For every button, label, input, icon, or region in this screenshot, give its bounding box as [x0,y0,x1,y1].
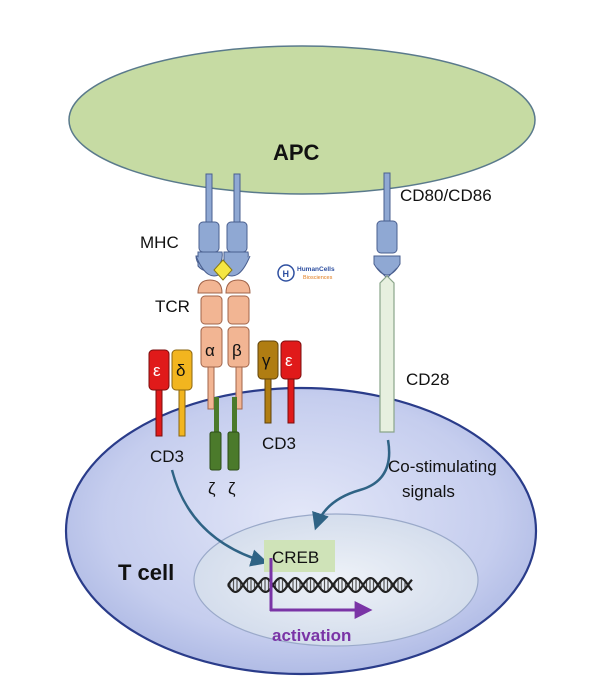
cd3-right-label: CD3 [262,434,296,453]
costim-label-line1: Co-stimulating [388,457,497,476]
activation-label: activation [272,626,351,645]
cd3-left-label: CD3 [150,447,184,466]
cd80-cd86-label: CD80/CD86 [400,186,492,205]
dna-strand-1 [227,576,413,594]
cd3-delta [171,349,193,437]
costim-label-line2: signals [402,482,455,501]
mhc-label: MHC [140,233,179,252]
alpha-chain-label: α [205,341,215,360]
dna-helix [227,576,413,594]
logo-initial: H [283,269,290,279]
activation-arrow [269,558,373,619]
cd3-signal-arrow [170,469,269,567]
tcr-molecule [197,279,251,410]
cd28-molecule [379,275,395,433]
zeta-label-2: ζ [228,479,236,498]
humancells-logo: H HumanCells Biosciences [277,264,335,282]
delta-label: δ [176,361,185,380]
cd3-epsilon-left [148,349,170,437]
t-cell-label: T cell [118,560,174,585]
beta-chain-label: β [232,341,242,360]
peptide-antigen [213,259,233,281]
logo-sub: Biosciences [303,275,333,281]
epsilon-right-label: ε [285,351,293,370]
tcr-label: TCR [155,297,190,316]
creb-label: CREB [272,548,319,567]
dna-strand-2 [227,576,413,594]
cd28-label: CD28 [406,370,449,389]
zeta-chains [209,397,240,471]
gamma-label: γ [262,351,271,370]
cd80-cd86-molecule [373,172,401,279]
cd3-gamma [257,340,279,424]
logo-name: HumanCells [297,266,335,273]
apc-label: APC [273,140,320,165]
apc-cell [68,45,536,195]
epsilon-left-label: ε [153,361,161,380]
costim-signal-arrow [312,439,391,531]
zeta-label-1: ζ [208,479,216,498]
creb-box [264,540,335,572]
cd3-epsilon-right [280,340,302,424]
